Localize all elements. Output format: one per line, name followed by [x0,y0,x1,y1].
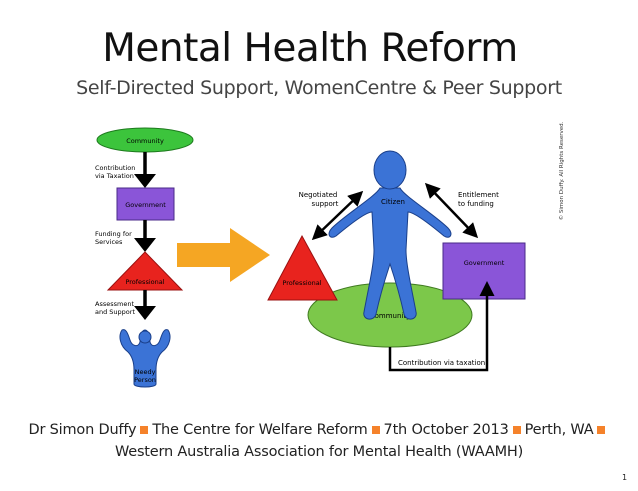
footer-association: Western Australia Association for Mental… [114,444,524,460]
negotiated-support-label-2: support [312,200,339,208]
left-arrowhead-1 [134,174,156,188]
footer-author: Dr Simon Duffy [28,422,137,438]
left-contribution-label-1: Contribution [95,164,135,172]
page-number: 1 [622,473,628,482]
needy-person-figure [119,329,171,388]
right-government-box [442,242,526,300]
right-government-label: Government [464,259,505,267]
slide-subtitle: Self-Directed Support, WomenCentre & Pee… [76,77,562,99]
left-assessment-label-1: Assessment [95,300,134,308]
contribution-taxation-label: Contribution via taxation [398,359,485,367]
left-contribution-label-2: via Taxation [95,172,134,180]
left-funding-label-2: Services [95,238,123,246]
copyright-notice: © Simon Duffy. All Rights Reserved. [559,121,565,221]
left-arrowhead-2 [134,238,156,252]
citizen-label: Citizen [381,198,405,206]
bullet-square-icon [140,425,149,434]
entitlement-label-1: Entitlement [458,191,499,199]
contribution-loop-line [388,281,495,372]
left-assessment-label-2: and Support [95,308,135,316]
bullet-square-icon [371,425,380,434]
footer-place: Perth, WA [524,422,594,438]
right-community-label: Community [370,312,411,320]
right-professional-label: Professional [282,279,321,287]
needy-person-head [138,330,152,344]
needy-person-label-1: Needy [135,368,156,376]
right-professional-triangle [267,234,338,301]
left-arrowhead-3 [134,306,156,320]
footer-date: 7th October 2013 [383,422,509,438]
left-professional-label: Professional [125,278,164,286]
bullet-square-icon [512,425,521,434]
left-government-label: Government [125,201,166,209]
entitlement-label-2: to funding [458,200,494,208]
negotiated-support-label-1: Negotiated [299,191,338,199]
footer-credits: Dr Simon Duffy The Centre for Welfare Ref… [0,420,638,440]
entitlement-arrow [424,182,479,239]
transition-arrow [177,228,270,282]
bullet-square-icon [597,425,606,434]
needy-person-label-2: Person [134,376,156,384]
footer-org: The Centre for Welfare Reform [152,422,368,438]
negotiated-support-arrow [311,190,364,241]
slide-title: Mental Health Reform [102,26,518,71]
left-funding-label-1: Funding for [95,230,132,238]
left-community-label: Community [126,137,164,145]
